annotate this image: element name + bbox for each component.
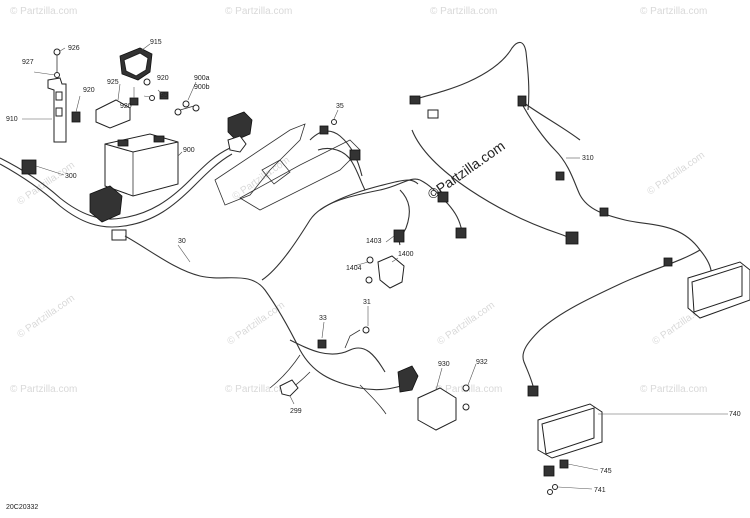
watermark: © Partzilla.com [435,300,497,348]
part-number-300: 300 [65,173,77,180]
watermark: © Partzilla.com [645,150,707,198]
part-number-35: 35 [160,92,168,99]
part-number-740: 740 [729,411,741,418]
part-number-925: 925 [107,79,119,86]
harness-30 [124,178,421,415]
part-number-915: 915 [150,39,162,46]
screw-741 [552,484,558,490]
part-number-31: 31 [363,299,371,306]
light-740 [537,403,603,459]
part-number-900a: 900a [194,75,210,82]
terminals-900ab [174,100,200,116]
module-930 [397,365,470,431]
leader-lines [22,43,728,490]
watermark: © Partzilla.com [225,384,292,395]
clip-745 [559,459,569,469]
watermark: © Partzilla.com [225,6,292,17]
watermark: © Partzilla.com [640,6,707,17]
part-number-927: 927 [22,59,34,66]
part-number-310: 310 [582,155,594,162]
part-number-35: 35 [336,103,344,110]
part-number-920: 920 [83,87,95,94]
connector-900 [227,111,253,141]
watermark: © Partzilla.com [225,300,287,348]
part-number-1400: 1400 [398,251,414,258]
sensor-1400 [365,189,410,289]
bracket-910 [47,48,67,143]
connector [437,191,449,203]
part-number-30: 30 [178,238,186,245]
harness-center [309,119,419,211]
part-number-745: 745 [600,468,612,475]
screw-35 [149,95,155,101]
plate-925 [95,99,131,129]
watermark: © Partzilla.com [15,293,77,341]
part-number-910: 910 [6,116,18,123]
part-number-299: 299 [290,408,302,415]
light-right-upper [687,261,750,319]
part-number-900b: 900b [194,84,210,91]
watermark: © Partzilla.com [640,384,707,395]
part-number-741: 741 [594,487,606,494]
sensor-299 [279,379,299,397]
battery-900 [104,133,179,197]
part-number-900: 900 [183,147,195,154]
part-number-1403: 1403 [366,238,382,245]
part-number-920: 920 [120,103,132,110]
watermark: © Partzilla.com [10,384,77,395]
part-number-932: 932 [476,359,488,366]
clip-920 [159,91,169,100]
watermark: © Partzilla.com [10,6,77,17]
relay-bracket-915 [119,47,153,86]
clip-920 [71,111,81,123]
clip-33 [317,339,327,349]
watermark: © Partzilla.com [430,6,497,17]
connector-900-lower [227,135,247,153]
screw-31 [362,326,370,334]
part-number-926: 926 [68,45,80,52]
watermark: © Partzilla.com [230,155,292,203]
part-number-33: 33 [319,315,327,322]
harness-310 [409,41,713,397]
diagram-code: 20C20332 [6,504,38,511]
screw [547,489,553,495]
harness-300 [0,147,233,241]
part-number-1404: 1404 [346,265,362,272]
connector [455,227,467,239]
part-number-930: 930 [438,361,450,368]
clip-745 [543,465,555,477]
part-labels: 926 927 915 925 920 920 920 35 900a 900b… [6,39,741,494]
part-number-920: 920 [157,75,169,82]
